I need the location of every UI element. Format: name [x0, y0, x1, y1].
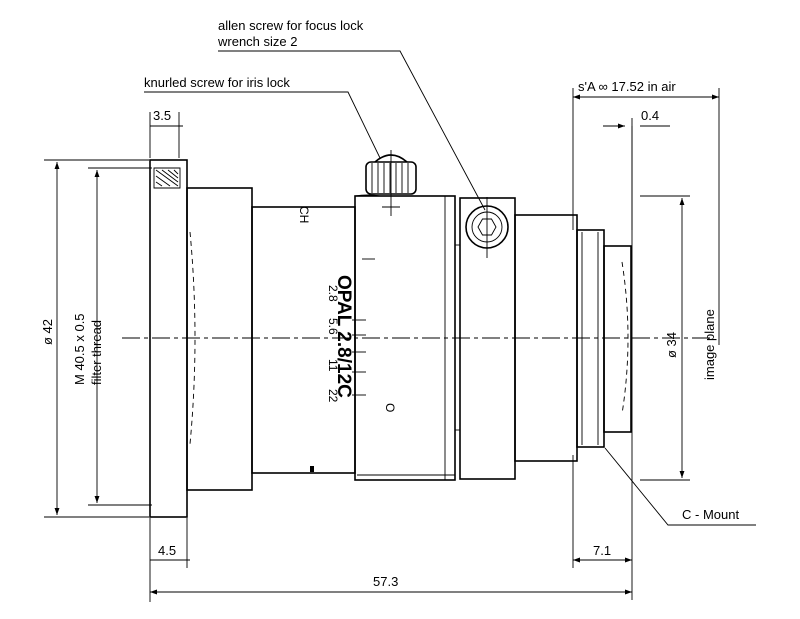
index-mark	[310, 466, 314, 472]
iris-value-3: 11	[326, 359, 340, 372]
annotations: allen screw for focus lock wrench size 2…	[144, 18, 756, 526]
dimensions: 3.5 s'A ∞ 17.52 in air 0.4 ø 42 M 40.5 x…	[40, 79, 720, 602]
dim-rear-length: 7.1	[593, 543, 611, 558]
c-mount-label: C - Mount	[682, 507, 739, 522]
dim-total-length: 57.3	[373, 574, 398, 589]
lens-body	[149, 150, 632, 518]
knurled-leader	[144, 91, 381, 159]
dim-filter-thread-1: M 40.5 x 0.5	[72, 313, 87, 385]
model-label: OPAL 2.8/12C	[333, 275, 354, 398]
iris-value-2: 5.6	[326, 318, 340, 335]
dim-front-length: 4.5	[158, 543, 176, 558]
front-barrel	[186, 187, 253, 491]
knurled-label: knurled screw for iris lock	[144, 75, 290, 90]
dim-rear-diameter: ø 34	[664, 332, 679, 358]
dim-front-diameter: ø 42	[40, 319, 55, 345]
allen-screw	[465, 197, 509, 258]
knurled-screw	[365, 150, 417, 216]
allen-label-line2: wrench size 2	[217, 34, 297, 49]
focus-ring	[354, 195, 456, 481]
lens-markings: OPAL 2.8/12C 2.8 5.6 11 22 O CH	[297, 206, 397, 412]
iris-value-4: 22	[326, 389, 340, 403]
iris-value-1: 2.8	[326, 285, 340, 302]
front-thread-section	[153, 167, 181, 189]
dim-backfocus: s'A ∞ 17.52 in air	[578, 79, 676, 94]
dim-gap: 0.4	[641, 108, 659, 123]
ch-marker: CH	[297, 206, 311, 223]
dim-flange-width: 3.5	[153, 108, 171, 123]
allen-leader	[218, 50, 486, 211]
image-plane-label: image plane	[702, 309, 717, 380]
iris-mark: O	[383, 403, 397, 412]
allen-label-line1: allen screw for focus lock	[218, 18, 364, 33]
c-mount-leader	[604, 447, 756, 526]
rear-element	[603, 245, 632, 433]
dim-filter-thread-2: filter thread	[89, 320, 104, 385]
